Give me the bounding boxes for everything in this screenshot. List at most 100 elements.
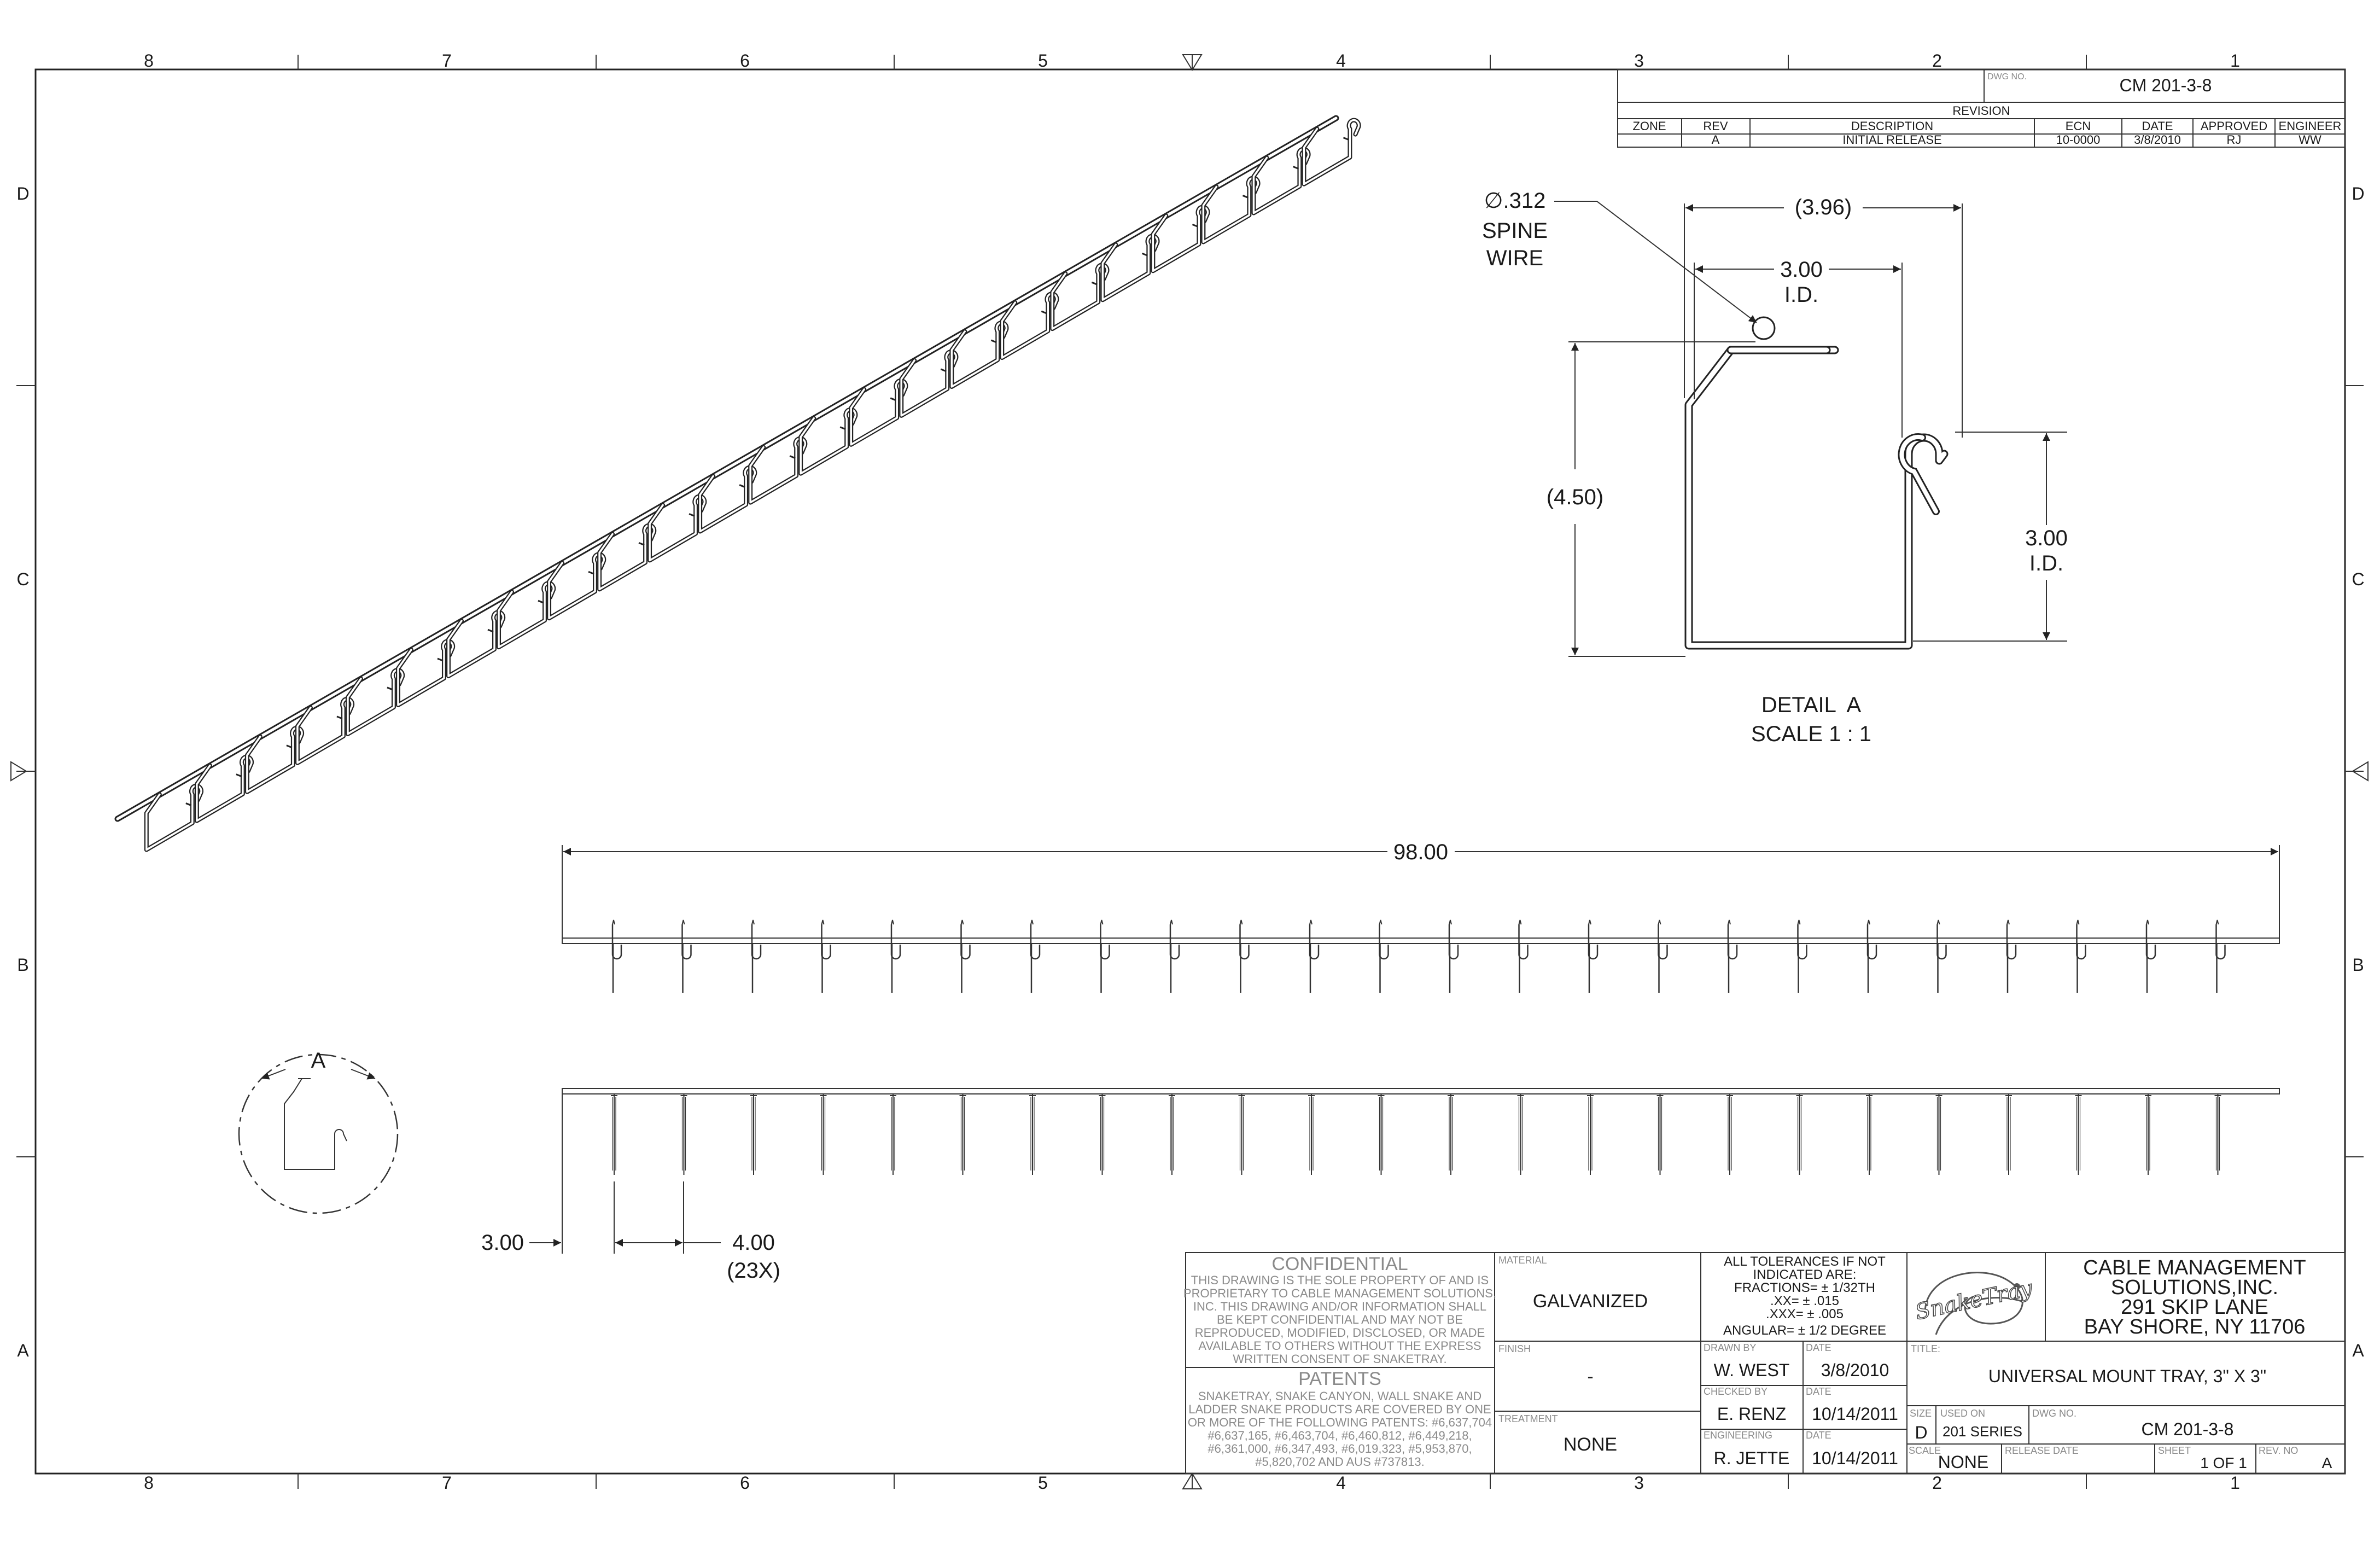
front-view-rung bbox=[1935, 1094, 1942, 1175]
finish-value: - bbox=[1587, 1366, 1593, 1387]
patents-line-4: #6,637,165, #6,463,704, #6,460,812, #6,4… bbox=[1208, 1429, 1472, 1442]
front-view-rung bbox=[1796, 1094, 1803, 1175]
isometric-rung bbox=[1201, 176, 1261, 244]
detail-a-spine-label-2: WIRE bbox=[1486, 246, 1543, 270]
release-date-label: RELEASE DATE bbox=[2005, 1445, 2079, 1456]
isometric-rung bbox=[547, 552, 606, 621]
used-on-label: USED ON bbox=[1940, 1408, 1985, 1419]
front-view-rung bbox=[820, 1094, 827, 1175]
detail-a-view: (3.96) 3.00 I.D. (4.50) 3.00 I.D. ∅.312 … bbox=[1482, 189, 2068, 746]
front-view-rung bbox=[1517, 1094, 1524, 1175]
isometric-rung bbox=[899, 349, 959, 418]
front-view-rung bbox=[1726, 1094, 1733, 1175]
revision-row-rev: A bbox=[1712, 133, 1720, 147]
detail-a-overall-height: (4.50) bbox=[1547, 485, 1604, 509]
row-label-right-a: A bbox=[2352, 1341, 2364, 1360]
title-dwg-no-label: DWG NO. bbox=[2032, 1408, 2076, 1419]
confidential-heading: CONFIDENTIAL bbox=[1271, 1254, 1408, 1274]
isometric-rungs bbox=[144, 118, 1361, 852]
column-label-top-3: 3 bbox=[1634, 51, 1644, 71]
side-view-rung bbox=[1030, 919, 1041, 993]
isometric-rung bbox=[446, 610, 506, 679]
isometric-rung bbox=[395, 639, 456, 708]
isometric-rung bbox=[295, 696, 355, 765]
detail-a-overall-width: (3.96) bbox=[1795, 195, 1852, 219]
isometric-rung bbox=[244, 725, 305, 794]
size-label: SIZE bbox=[1910, 1408, 1932, 1419]
detail-callout-a: A bbox=[238, 1049, 399, 1214]
revision-row-ecn: 10-0000 bbox=[2056, 133, 2101, 147]
patents-line-3: OR MORE OF THE FOLLOWING PATENTS: #6,637… bbox=[1188, 1416, 1492, 1429]
confidential-line-2: PROPRIETARY TO CABLE MANAGEMENT SOLUTION… bbox=[1183, 1286, 1496, 1300]
side-view-rung bbox=[2076, 919, 2086, 993]
confidential-line-1: THIS DRAWING IS THE SOLE PROPERTY OF AND… bbox=[1191, 1273, 1489, 1287]
side-view-rung bbox=[821, 919, 831, 993]
tolerance-line-4: .XX= ± .015 bbox=[1770, 1294, 1839, 1308]
side-view-rung bbox=[1588, 919, 1599, 993]
drawing-border: 8 7 6 5 4 3 2 1 8 7 6 5 4 3 2 1 D C B A … bbox=[10, 51, 2369, 1493]
logo-text: SnakeTray bbox=[1913, 1276, 2035, 1325]
side-view-rung bbox=[611, 919, 622, 993]
revision-row-date: 3/8/2010 bbox=[2134, 133, 2181, 147]
front-view-rung bbox=[959, 1094, 966, 1175]
confidential-line-4: BE KEPT CONFIDENTIAL AND MAY NOT BE bbox=[1217, 1313, 1463, 1326]
row-label-left-d: D bbox=[16, 184, 29, 203]
revision-row-description: INITIAL RELEASE bbox=[1842, 133, 1941, 147]
revision-header-rev: REV bbox=[1703, 119, 1728, 133]
front-view-rung bbox=[2005, 1094, 2012, 1175]
checked-date-label: DATE bbox=[1806, 1386, 1831, 1397]
revision-header-date: DATE bbox=[2142, 119, 2173, 133]
column-label-bottom-3: 3 bbox=[1634, 1473, 1644, 1493]
side-view-rung bbox=[681, 919, 692, 993]
sheet-label: SHEET bbox=[2158, 1445, 2191, 1456]
revision-header-approved: APPROVED bbox=[2201, 119, 2267, 133]
company-line-4: BAY SHORE, NY 11706 bbox=[2084, 1315, 2306, 1338]
isometric-rung bbox=[1100, 234, 1160, 302]
isometric-rung bbox=[144, 783, 204, 852]
isometric-rung bbox=[497, 581, 556, 650]
row-label-left-a: A bbox=[17, 1341, 29, 1360]
drawn-by-label: DRAWN BY bbox=[1704, 1342, 1756, 1353]
front-view-rung bbox=[1099, 1094, 1106, 1175]
patents-heading: PATENTS bbox=[1298, 1369, 1381, 1389]
column-label-bottom-8: 8 bbox=[144, 1473, 154, 1493]
drawn-date-value: 3/8/2010 bbox=[1821, 1360, 1889, 1380]
front-view-rung bbox=[2214, 1094, 2221, 1175]
detail-a-spine-label-1: SPINE bbox=[1482, 219, 1548, 243]
isometric-rung bbox=[1000, 292, 1059, 360]
side-view-rung bbox=[1797, 919, 1807, 993]
front-view-rung bbox=[1587, 1094, 1594, 1175]
detail-a-inner-width: 3.00 bbox=[1780, 258, 1823, 282]
detail-a-inner-height-note: I.D. bbox=[2029, 551, 2063, 575]
front-view-rung bbox=[890, 1094, 896, 1175]
column-label-bottom-7: 7 bbox=[442, 1473, 452, 1493]
front-view-rung bbox=[1238, 1094, 1245, 1175]
pitch-dimension: 4.00 bbox=[732, 1231, 775, 1255]
front-view-rung bbox=[2075, 1094, 2082, 1175]
revision-block: DWG NO. CM 201-3-8 REVISION ZONE REV DES… bbox=[1617, 69, 2346, 148]
side-view-rung bbox=[1866, 919, 1877, 993]
treatment-label: TREATMENT bbox=[1498, 1413, 1558, 1424]
front-view-rung bbox=[1448, 1094, 1454, 1175]
drawing-title: UNIVERSAL MOUNT TRAY, 3" X 3" bbox=[1988, 1366, 2266, 1386]
side-view-rung bbox=[1727, 919, 1738, 993]
side-view-rung bbox=[1169, 919, 1180, 993]
column-label-top-2: 2 bbox=[1932, 51, 1942, 71]
column-label-bottom-2: 2 bbox=[1932, 1473, 1942, 1493]
treatment-value: NONE bbox=[1564, 1434, 1617, 1455]
column-label-top-7: 7 bbox=[442, 51, 452, 71]
side-view-rung bbox=[1100, 919, 1110, 993]
side-view-rung bbox=[1379, 919, 1389, 993]
row-label-right-c: C bbox=[2352, 569, 2364, 589]
column-label-top-8: 8 bbox=[144, 51, 154, 71]
front-view-rung bbox=[750, 1094, 757, 1175]
scale-value: NONE bbox=[1938, 1452, 1988, 1472]
side-view-rung bbox=[2145, 919, 2156, 993]
revision-heading: REVISION bbox=[1952, 104, 2010, 118]
engineering-value: R. JETTE bbox=[1714, 1448, 1790, 1468]
column-label-bottom-1: 1 bbox=[2230, 1473, 2240, 1493]
company-line-2: SOLUTIONS,INC. bbox=[2111, 1276, 2278, 1299]
front-view-rung bbox=[1308, 1094, 1315, 1175]
isometric-rung bbox=[1251, 147, 1311, 216]
